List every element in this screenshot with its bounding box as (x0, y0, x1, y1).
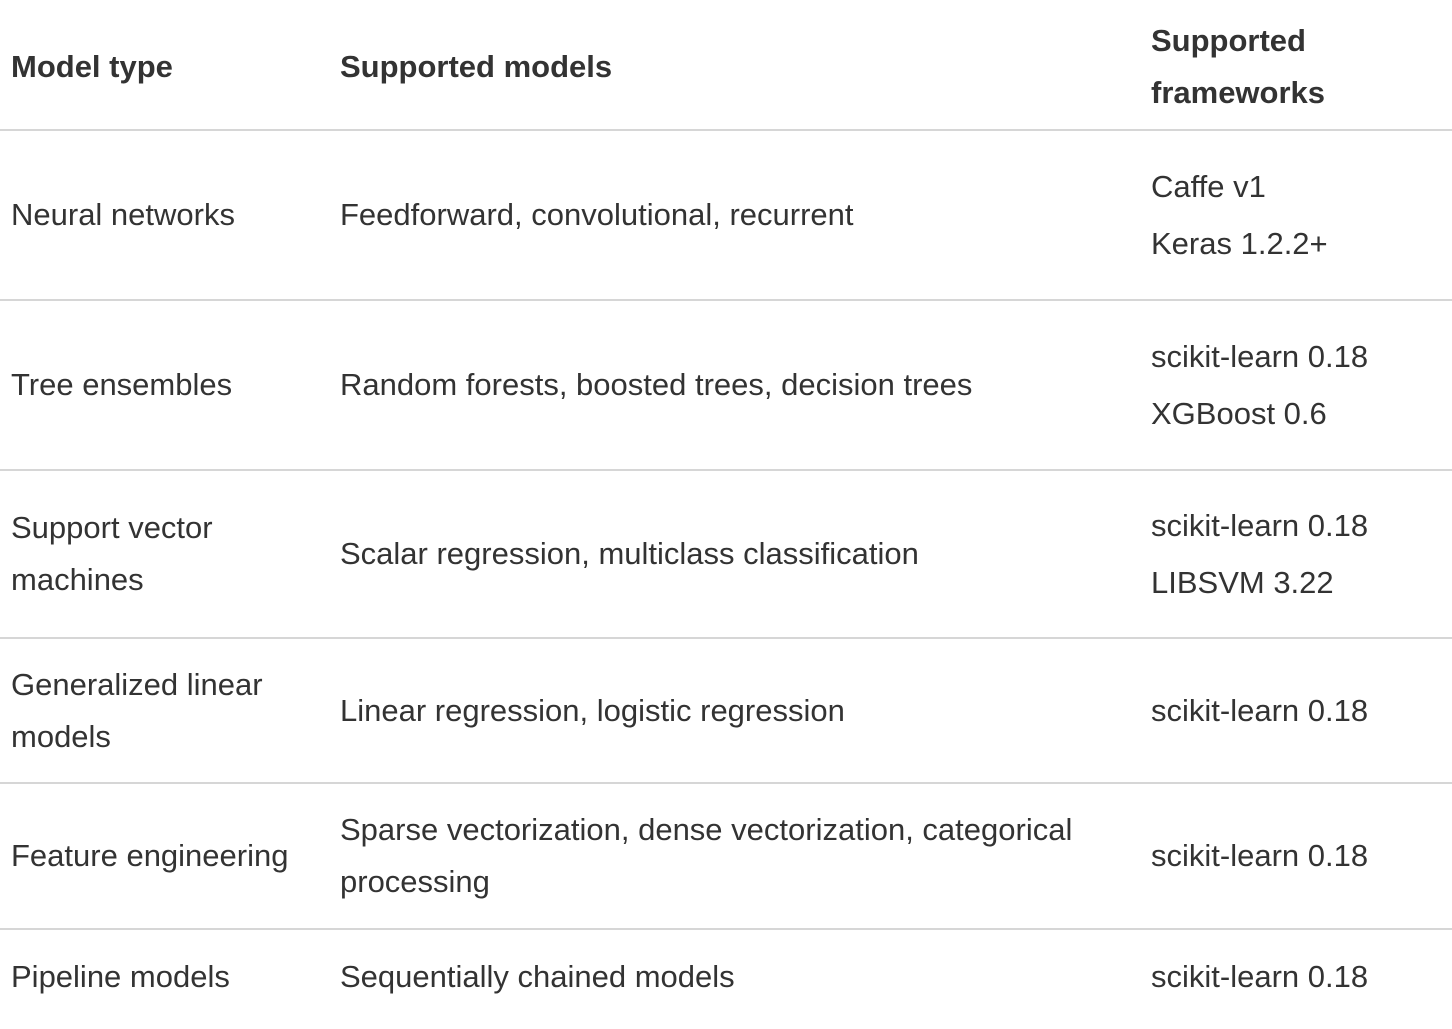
model-type-cell: Generalized linear models (11, 666, 263, 754)
table-header-row: Model type Supported models Supported fr… (0, 0, 1452, 130)
supported-models-cell: Sparse vectorization, dense vectorizatio… (340, 812, 1073, 899)
model-type-cell: Support vector machines (11, 510, 213, 597)
framework-item: Caffe v1 (1151, 168, 1266, 204)
framework-item: LIBSVM 3.22 (1151, 564, 1334, 600)
table-row: Tree ensembles Random forests, boosted t… (0, 300, 1452, 470)
table-row: Pipeline models Sequentially chained mod… (0, 929, 1452, 1029)
frameworks-cell: Caffe v1 Keras 1.2.2+ (1151, 130, 1452, 300)
frameworks-cell: scikit-learn 0.18 LIBSVM 3.22 (1151, 470, 1452, 638)
frameworks-cell: scikit-learn 0.18 XGBoost 0.6 (1151, 300, 1452, 470)
model-type-cell: Feature engineering (11, 838, 289, 873)
supported-models-cell: Random forests, boosted trees, decision … (340, 367, 973, 402)
framework-item: scikit-learn 0.18 (1151, 838, 1369, 873)
table-row: Support vector machines Scalar regressio… (0, 470, 1452, 638)
model-type-cell: Neural networks (11, 197, 235, 232)
model-type-cell: Pipeline models (11, 959, 230, 994)
supported-models-cell: Linear regression, logistic regression (340, 692, 845, 728)
frameworks-cell: scikit-learn 0.18 (1151, 929, 1452, 1029)
header-supported-models: Supported models (340, 48, 613, 84)
framework-item: scikit-learn 0.18 (1151, 959, 1369, 994)
framework-item: scikit-learn 0.18 (1151, 507, 1369, 543)
table-row: Neural networks Feedforward, convolution… (0, 130, 1452, 300)
supported-models-cell: Feedforward, convolutional, recurrent (340, 197, 854, 232)
table-row: Feature engineering Sparse vectorization… (0, 783, 1452, 929)
supported-models-cell: Scalar regression, multiclass classifica… (340, 536, 919, 571)
supported-models-cell: Sequentially chained models (340, 959, 735, 994)
frameworks-cell: scikit-learn 0.18 (1151, 783, 1452, 929)
framework-item: Keras 1.2.2+ (1151, 225, 1328, 261)
framework-item: scikit-learn 0.18 (1151, 338, 1369, 374)
header-supported-frameworks: Supported frameworks (1151, 22, 1326, 110)
framework-item: XGBoost 0.6 (1151, 395, 1327, 431)
table-row: Generalized linear models Linear regress… (0, 638, 1452, 783)
header-model-type: Model type (11, 48, 173, 84)
framework-item: scikit-learn 0.18 (1151, 692, 1369, 728)
model-type-cell: Tree ensembles (11, 367, 233, 402)
frameworks-cell: scikit-learn 0.18 (1151, 638, 1452, 783)
